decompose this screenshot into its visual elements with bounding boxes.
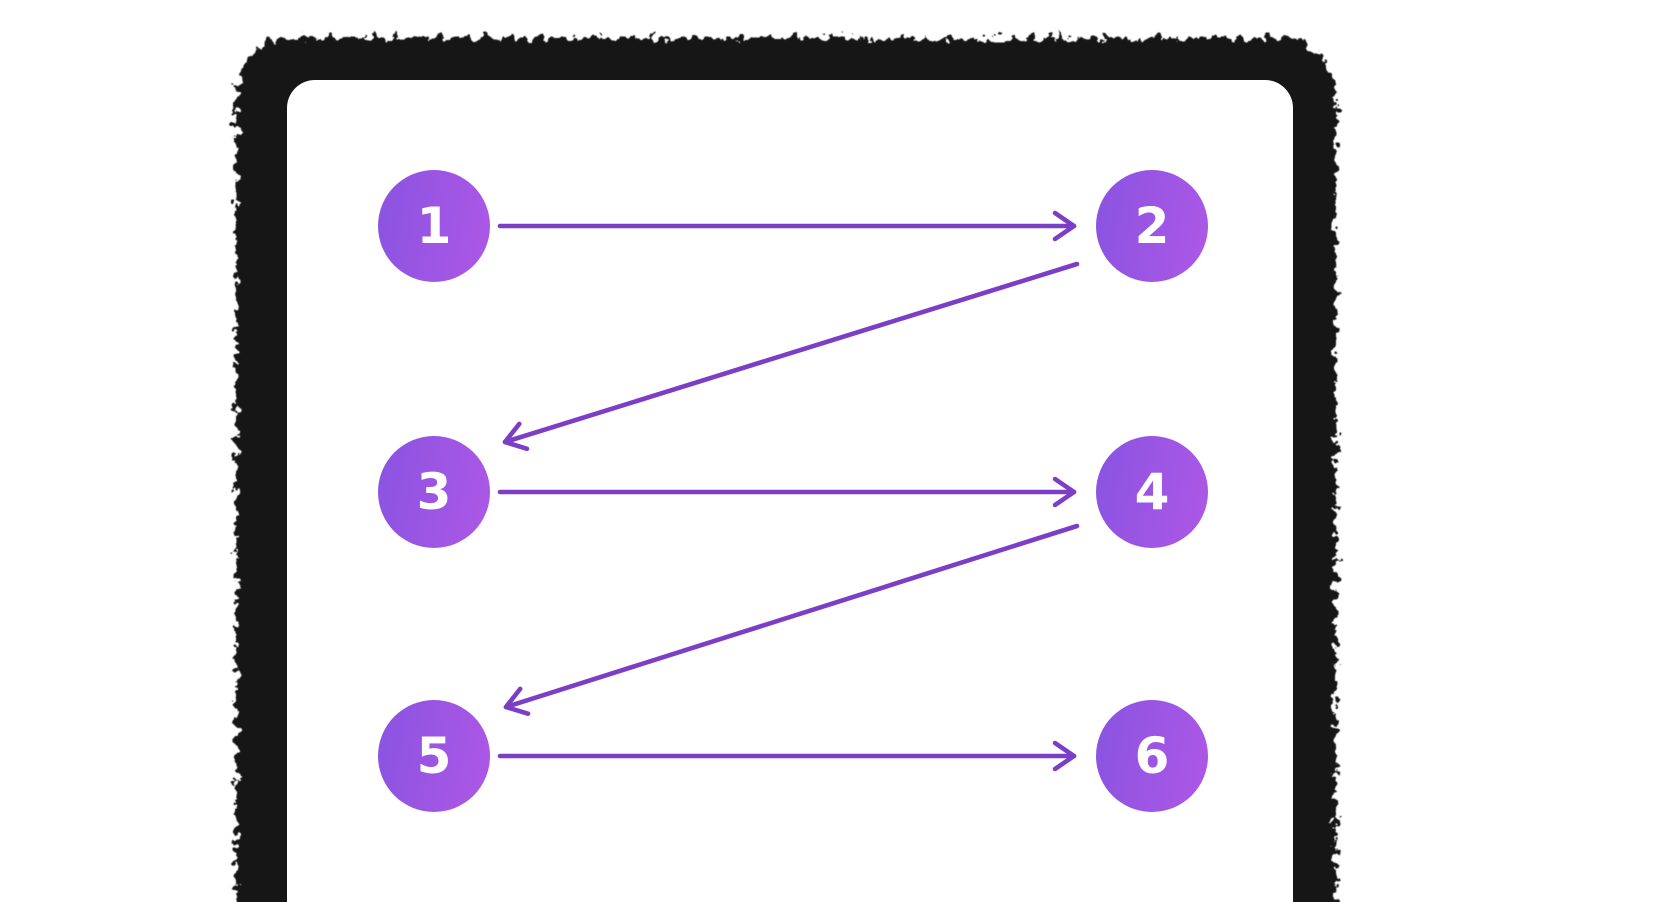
node-5-label: 5 (416, 727, 452, 785)
node-1-label: 1 (416, 197, 452, 255)
node-4: 4 (1096, 436, 1208, 548)
edge-2-3-arrow (502, 261, 1080, 452)
edge-4-5-arrow (503, 523, 1080, 716)
flow-arrows (497, 210, 1080, 772)
node-4-label: 4 (1134, 463, 1170, 521)
node-2: 2 (1096, 170, 1208, 282)
node-5: 5 (378, 700, 490, 812)
node-3: 3 (378, 436, 490, 548)
node-3-label: 3 (416, 463, 452, 521)
node-1: 1 (378, 170, 490, 282)
node-6-label: 6 (1134, 727, 1170, 785)
node-2-label: 2 (1134, 197, 1170, 255)
node-6: 6 (1096, 700, 1208, 812)
